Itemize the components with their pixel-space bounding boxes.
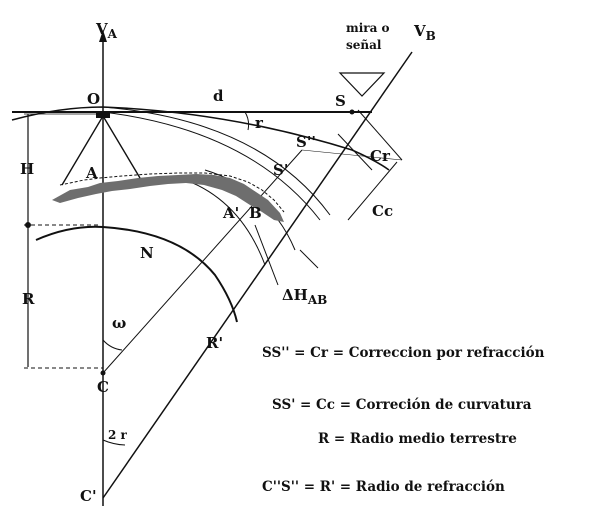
label-vb: VB	[413, 22, 436, 43]
refraction-arc	[102, 106, 331, 216]
legend: SS'' = Cr = Correccion por refracción SS…	[262, 345, 545, 495]
instrument-icon	[96, 111, 110, 118]
label-s-prime: S'	[273, 161, 288, 179]
cr-cc-connector	[301, 149, 403, 161]
label-c-prime: C'	[80, 487, 97, 505]
label-target-line1: mira o	[346, 21, 390, 35]
cc-dimension-line	[347, 161, 398, 221]
earth-arc-n	[35, 225, 238, 323]
point-s	[349, 109, 355, 115]
angle-arc-omega	[102, 339, 123, 351]
label-s: S	[335, 92, 346, 110]
terrain-top-edge	[59, 172, 285, 213]
angle-arc-r	[244, 111, 249, 131]
label-target-line2: señal	[346, 38, 382, 52]
terrain-profile	[52, 174, 284, 222]
label-cc: Cc	[372, 202, 393, 220]
label-b: B	[249, 204, 262, 222]
dh-leader-right	[299, 249, 319, 269]
legend-item-refraction: SS'' = Cr = Correccion por refracción	[262, 345, 545, 361]
vertical-line-vb	[102, 51, 413, 499]
h-r-divider-dot	[25, 222, 31, 228]
cr-dimension-line	[337, 133, 373, 171]
target-triangle-icon	[338, 72, 386, 97]
level-surface-arc-o	[11, 106, 390, 171]
label-a: A	[85, 164, 98, 182]
label-o: O	[87, 90, 100, 108]
label-a-prime: A'	[222, 204, 239, 222]
tripod-leg-right	[102, 115, 141, 179]
label-n: N	[140, 244, 154, 262]
dh-leader-left	[254, 224, 279, 286]
legend-item-refraction-radius: C''S'' = R' = Radio de refracción	[262, 479, 505, 495]
legend-item-earth-radius: R = Radio medio terrestre	[318, 431, 517, 447]
tripod-leg-left	[61, 115, 104, 186]
label-2r: 2 r	[108, 428, 128, 442]
label-h: H	[20, 160, 34, 178]
cr-extension	[357, 109, 403, 161]
angle-arc-2r	[102, 439, 126, 446]
label-r-angle: r	[255, 114, 264, 132]
label-d: d	[213, 87, 224, 105]
point-c	[100, 370, 106, 376]
label-va: VA	[95, 20, 118, 41]
label-r-prime: R'	[206, 334, 223, 352]
label-r-big: R	[22, 290, 35, 308]
legend-item-curvature: SS' = Cc = Correción de curvatura	[272, 397, 532, 413]
label-delta-h: ΔHAB	[282, 286, 327, 307]
label-cr: Cr	[370, 147, 391, 165]
curvature-arc-inner	[102, 111, 321, 221]
va-arrowhead	[99, 30, 107, 42]
label-c: C	[97, 378, 109, 396]
label-omega: ω	[112, 314, 126, 332]
label-s-double-prime: S''	[296, 133, 316, 151]
